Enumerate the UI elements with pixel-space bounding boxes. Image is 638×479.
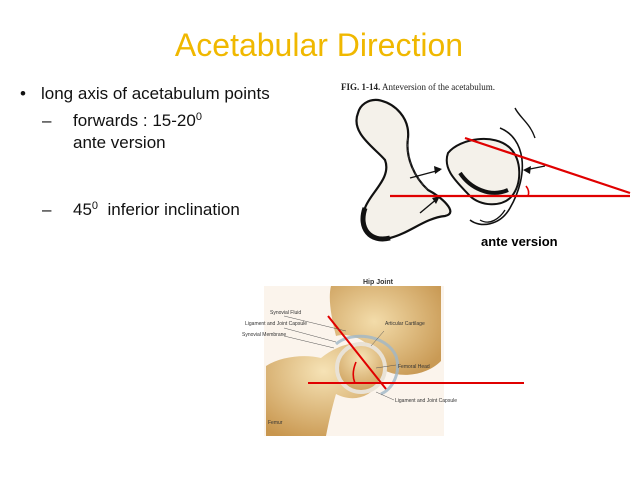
label-ligament-capsule-bottom: Ligament and Joint Capsule [395,398,457,404]
joint-capsule [335,334,400,396]
label-femoral-head: Femoral Head [398,364,430,370]
degree-superscript: 0 [195,111,202,123]
sub-bullet-marker: – [42,200,52,219]
slide-title: Acetabular Direction [174,27,464,63]
label-ligament-capsule-top: Ligament and Joint Capsule [245,321,307,327]
anteversion-figure [355,98,631,242]
forwards-text: forwards : 15-20 [73,111,196,130]
bullet-marker: • [20,84,26,103]
anteversion-line-upper [464,136,631,195]
bullet-text: long axis of acetabulum points [41,84,270,103]
degree-superscript: 0 [91,200,99,212]
femoral-head [335,342,387,394]
femur-drawing [355,98,452,241]
ante-version-annotation: ante version [481,234,558,249]
inclination-degrees: 45 [73,200,92,219]
inclination-text: inferior inclination [98,200,240,219]
inclination-line-diagonal [327,315,387,390]
anteversion-angle-arc [525,185,530,197]
label-femur: Femur [268,420,283,426]
label-articular-cartilage: Articular Cartilage [385,321,425,327]
sub-bullet-marker: – [42,111,52,130]
figure1-caption: FIG. 1-14. Anteversion of the acetabulum… [341,82,495,92]
hip-joint-title: Hip Joint [363,279,393,286]
label-synovial-fluid: Synovial Fluid [270,310,302,316]
label-synovial-membrane: Synovial Membrane [242,332,287,338]
inclination-angle-arc [352,361,357,384]
acetabulum-drawing [445,137,521,206]
hip-joint-figure [264,286,524,436]
pelvis-bone [329,286,441,375]
ante-version-text: ante version [73,133,166,152]
